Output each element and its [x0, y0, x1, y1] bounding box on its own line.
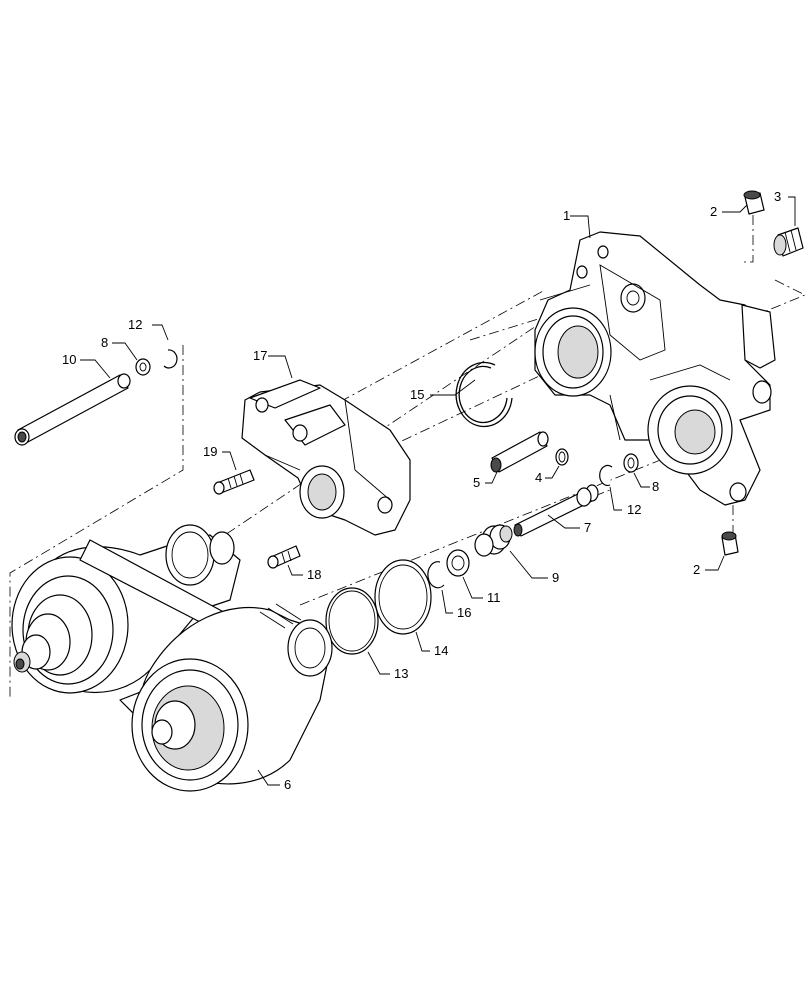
clip-part-12-right — [599, 464, 613, 487]
callout-16: 16 — [457, 605, 471, 620]
ring-part-4 — [555, 448, 569, 466]
housing-part-1 — [534, 231, 776, 506]
callout-5: 5 — [473, 475, 480, 490]
plug-part-2-top — [743, 190, 765, 215]
sleeve-part-5 — [490, 431, 549, 473]
callout-8-left: 8 — [101, 335, 108, 350]
bolt-part-18 — [267, 545, 301, 569]
callout-15: 15 — [410, 387, 424, 402]
callout-17: 17 — [253, 348, 267, 363]
callout-1: 1 — [563, 208, 570, 223]
callout-12-right: 12 — [627, 502, 641, 517]
washer-part-11 — [446, 549, 470, 577]
callout-labels: 1 2 3 2 12 8 10 17 15 19 4 5 8 12 7 9 11… — [62, 189, 781, 792]
callout-2-bottom: 2 — [693, 562, 700, 577]
fitting-part-3 — [773, 227, 804, 257]
variator-assembly-part-6 — [11, 524, 333, 792]
retaining-ring-part-16 — [427, 561, 445, 589]
callout-13: 13 — [394, 666, 408, 681]
callout-14: 14 — [434, 643, 448, 658]
callout-8-right: 8 — [652, 479, 659, 494]
callout-12-left: 12 — [128, 317, 142, 332]
callout-19: 19 — [203, 444, 217, 459]
valve-body-part-17 — [241, 379, 411, 536]
callout-2-top: 2 — [710, 204, 717, 219]
bolt-part-19 — [213, 469, 255, 495]
callout-9: 9 — [552, 570, 559, 585]
callout-6: 6 — [284, 777, 291, 792]
callout-3: 3 — [774, 189, 781, 204]
leader-lines — [80, 196, 796, 786]
callout-18: 18 — [307, 567, 321, 582]
callout-10: 10 — [62, 352, 76, 367]
o-ring-part-13 — [325, 587, 379, 655]
washer-part-8-right — [623, 453, 639, 473]
callout-7: 7 — [584, 520, 591, 535]
snap-ring-part-15 — [455, 361, 513, 428]
spool-part-7 — [513, 484, 599, 537]
callout-4: 4 — [535, 470, 542, 485]
pin-part-10 — [14, 373, 131, 446]
washer-part-8-left — [135, 358, 151, 376]
washer-part-14 — [374, 559, 432, 635]
callout-11: 11 — [487, 590, 501, 605]
plug-part-2-bottom — [721, 531, 739, 556]
piston-part-9 — [474, 524, 513, 557]
snap-ring-part-12-left — [163, 349, 178, 369]
